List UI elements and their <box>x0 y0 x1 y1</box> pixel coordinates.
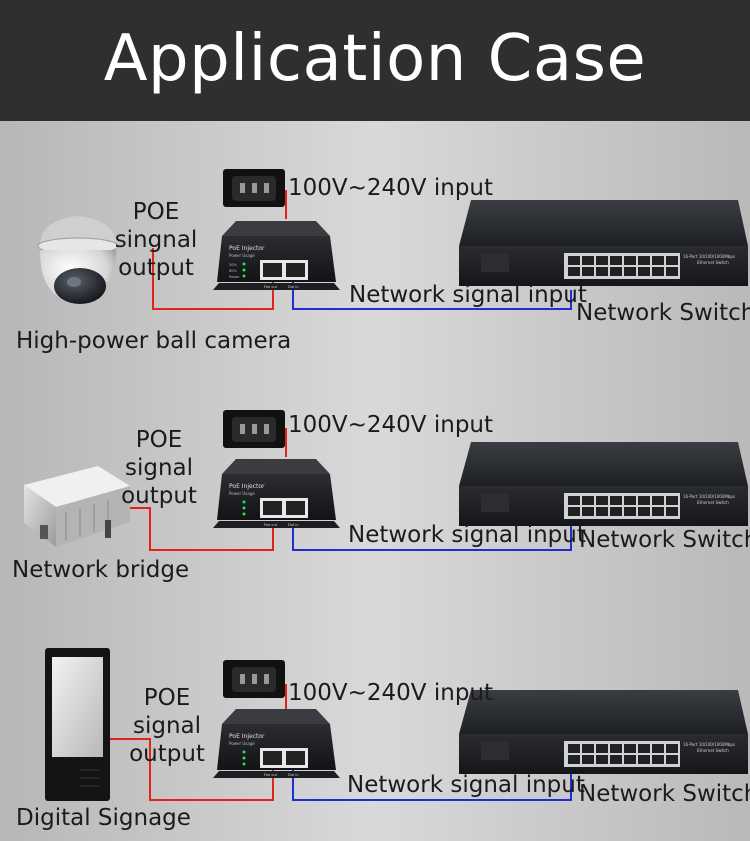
network-switch: 16-Port 10/100/1000Mbps Ethernet Switch <box>459 442 748 526</box>
network-input-label-2: Network signal input <box>348 522 586 548</box>
poe-injector: PoE Injector Power Usage Poe out Dat in <box>213 459 340 528</box>
network-switch-label-2: Network Switch <box>579 527 750 553</box>
network-switch: 16-Port 10/100/1000Mbps Ethernet Switch <box>459 690 748 774</box>
svg-text:PoE Injector: PoE Injector <box>229 245 265 252</box>
device-label-2: Network bridge <box>12 557 190 583</box>
power-socket <box>223 169 285 207</box>
svg-text:Dat in: Dat in <box>288 285 299 289</box>
svg-text:16-Port 10/100/1000Mbps: 16-Port 10/100/1000Mbps <box>683 494 735 499</box>
network-switch-label-1: Network Switch <box>576 300 750 326</box>
svg-text:Dat in: Dat in <box>288 523 299 527</box>
network-input-label-1: Network signal input <box>349 282 587 308</box>
case-1: PoE Injector Power Usage 30% 60% Power P… <box>37 169 748 310</box>
svg-text:Power Usage: Power Usage <box>229 253 255 258</box>
svg-text:PoE Injector: PoE Injector <box>229 733 265 740</box>
power-socket <box>223 410 285 448</box>
digital-signage-image <box>45 648 110 801</box>
svg-text:Poe out: Poe out <box>264 285 278 289</box>
header-bar: Application Case <box>0 0 750 121</box>
network-bridge-image <box>24 466 130 547</box>
page-title: Application Case <box>103 22 647 96</box>
power-input-label-2: 100V~240V input <box>288 412 494 438</box>
network-input-label-3: Network signal input <box>347 772 585 798</box>
diagram-canvas: PoE Injector Power Usage 30% 60% Power P… <box>24 169 748 801</box>
svg-text:Ethernet Switch: Ethernet Switch <box>697 748 729 753</box>
power-input-label-3: 100V~240V input <box>288 680 494 706</box>
svg-text:Power Usage: Power Usage <box>229 491 255 496</box>
case-3: PoE Injector Power Usage Poe out Dat in … <box>45 648 748 801</box>
svg-text:Ethernet Switch: Ethernet Switch <box>697 260 729 265</box>
svg-text:30%: 30% <box>229 263 237 267</box>
poe-output-label-2: POE signal output <box>121 427 197 509</box>
ball-camera-image <box>37 216 119 304</box>
poe-output-label-1: POE singnal output <box>114 199 198 281</box>
svg-text:Poe out: Poe out <box>264 773 278 777</box>
network-switch-label-3: Network Switch <box>579 781 750 807</box>
svg-text:Poe out: Poe out <box>264 523 278 527</box>
svg-text:Ethernet Switch: Ethernet Switch <box>697 500 729 505</box>
svg-text:16-Port 10/100/1000Mbps: 16-Port 10/100/1000Mbps <box>683 742 735 747</box>
svg-text:Power: Power <box>229 275 240 279</box>
poe-injector: PoE Injector Power Usage 30% 60% Power P… <box>213 221 340 290</box>
network-switch: 16-Port 10/100/1000Mbps Ethernet Switch <box>459 200 748 286</box>
poe-injector: PoE Injector Power Usage Poe out Dat in <box>213 709 340 778</box>
case-2: PoE Injector Power Usage Poe out Dat in … <box>24 410 748 551</box>
device-label-1: High-power ball camera <box>16 328 292 354</box>
svg-text:60%: 60% <box>229 269 237 273</box>
device-label-3: Digital Signage <box>16 805 191 831</box>
svg-text:16-Port 10/100/1000Mbps: 16-Port 10/100/1000Mbps <box>683 254 735 259</box>
svg-text:Dat in: Dat in <box>288 773 299 777</box>
power-input-label-1: 100V~240V input <box>288 175 494 201</box>
power-socket <box>223 660 285 698</box>
svg-text:PoE Injector: PoE Injector <box>229 483 265 490</box>
svg-text:Power Usage: Power Usage <box>229 741 255 746</box>
poe-output-label-3: POE signal output <box>129 685 205 767</box>
